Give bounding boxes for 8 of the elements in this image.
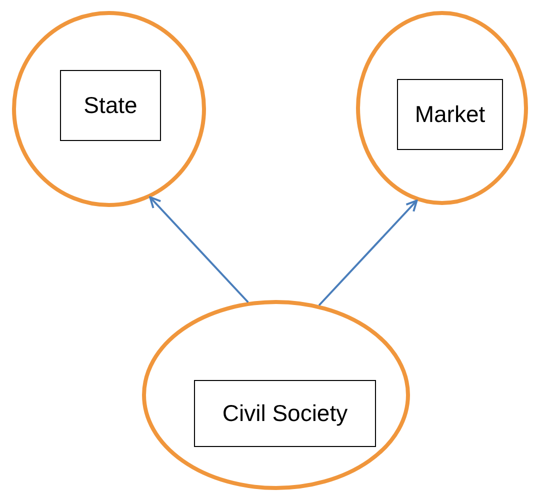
- text-box: State: [60, 70, 161, 141]
- text-box: Civil Society: [194, 380, 376, 447]
- circle-outline: [142, 300, 410, 490]
- arrow: [149, 196, 249, 303]
- circle-outline: [12, 11, 206, 207]
- arrow: [318, 200, 418, 306]
- circle-outline: [356, 11, 528, 205]
- text-box: Market: [397, 79, 503, 150]
